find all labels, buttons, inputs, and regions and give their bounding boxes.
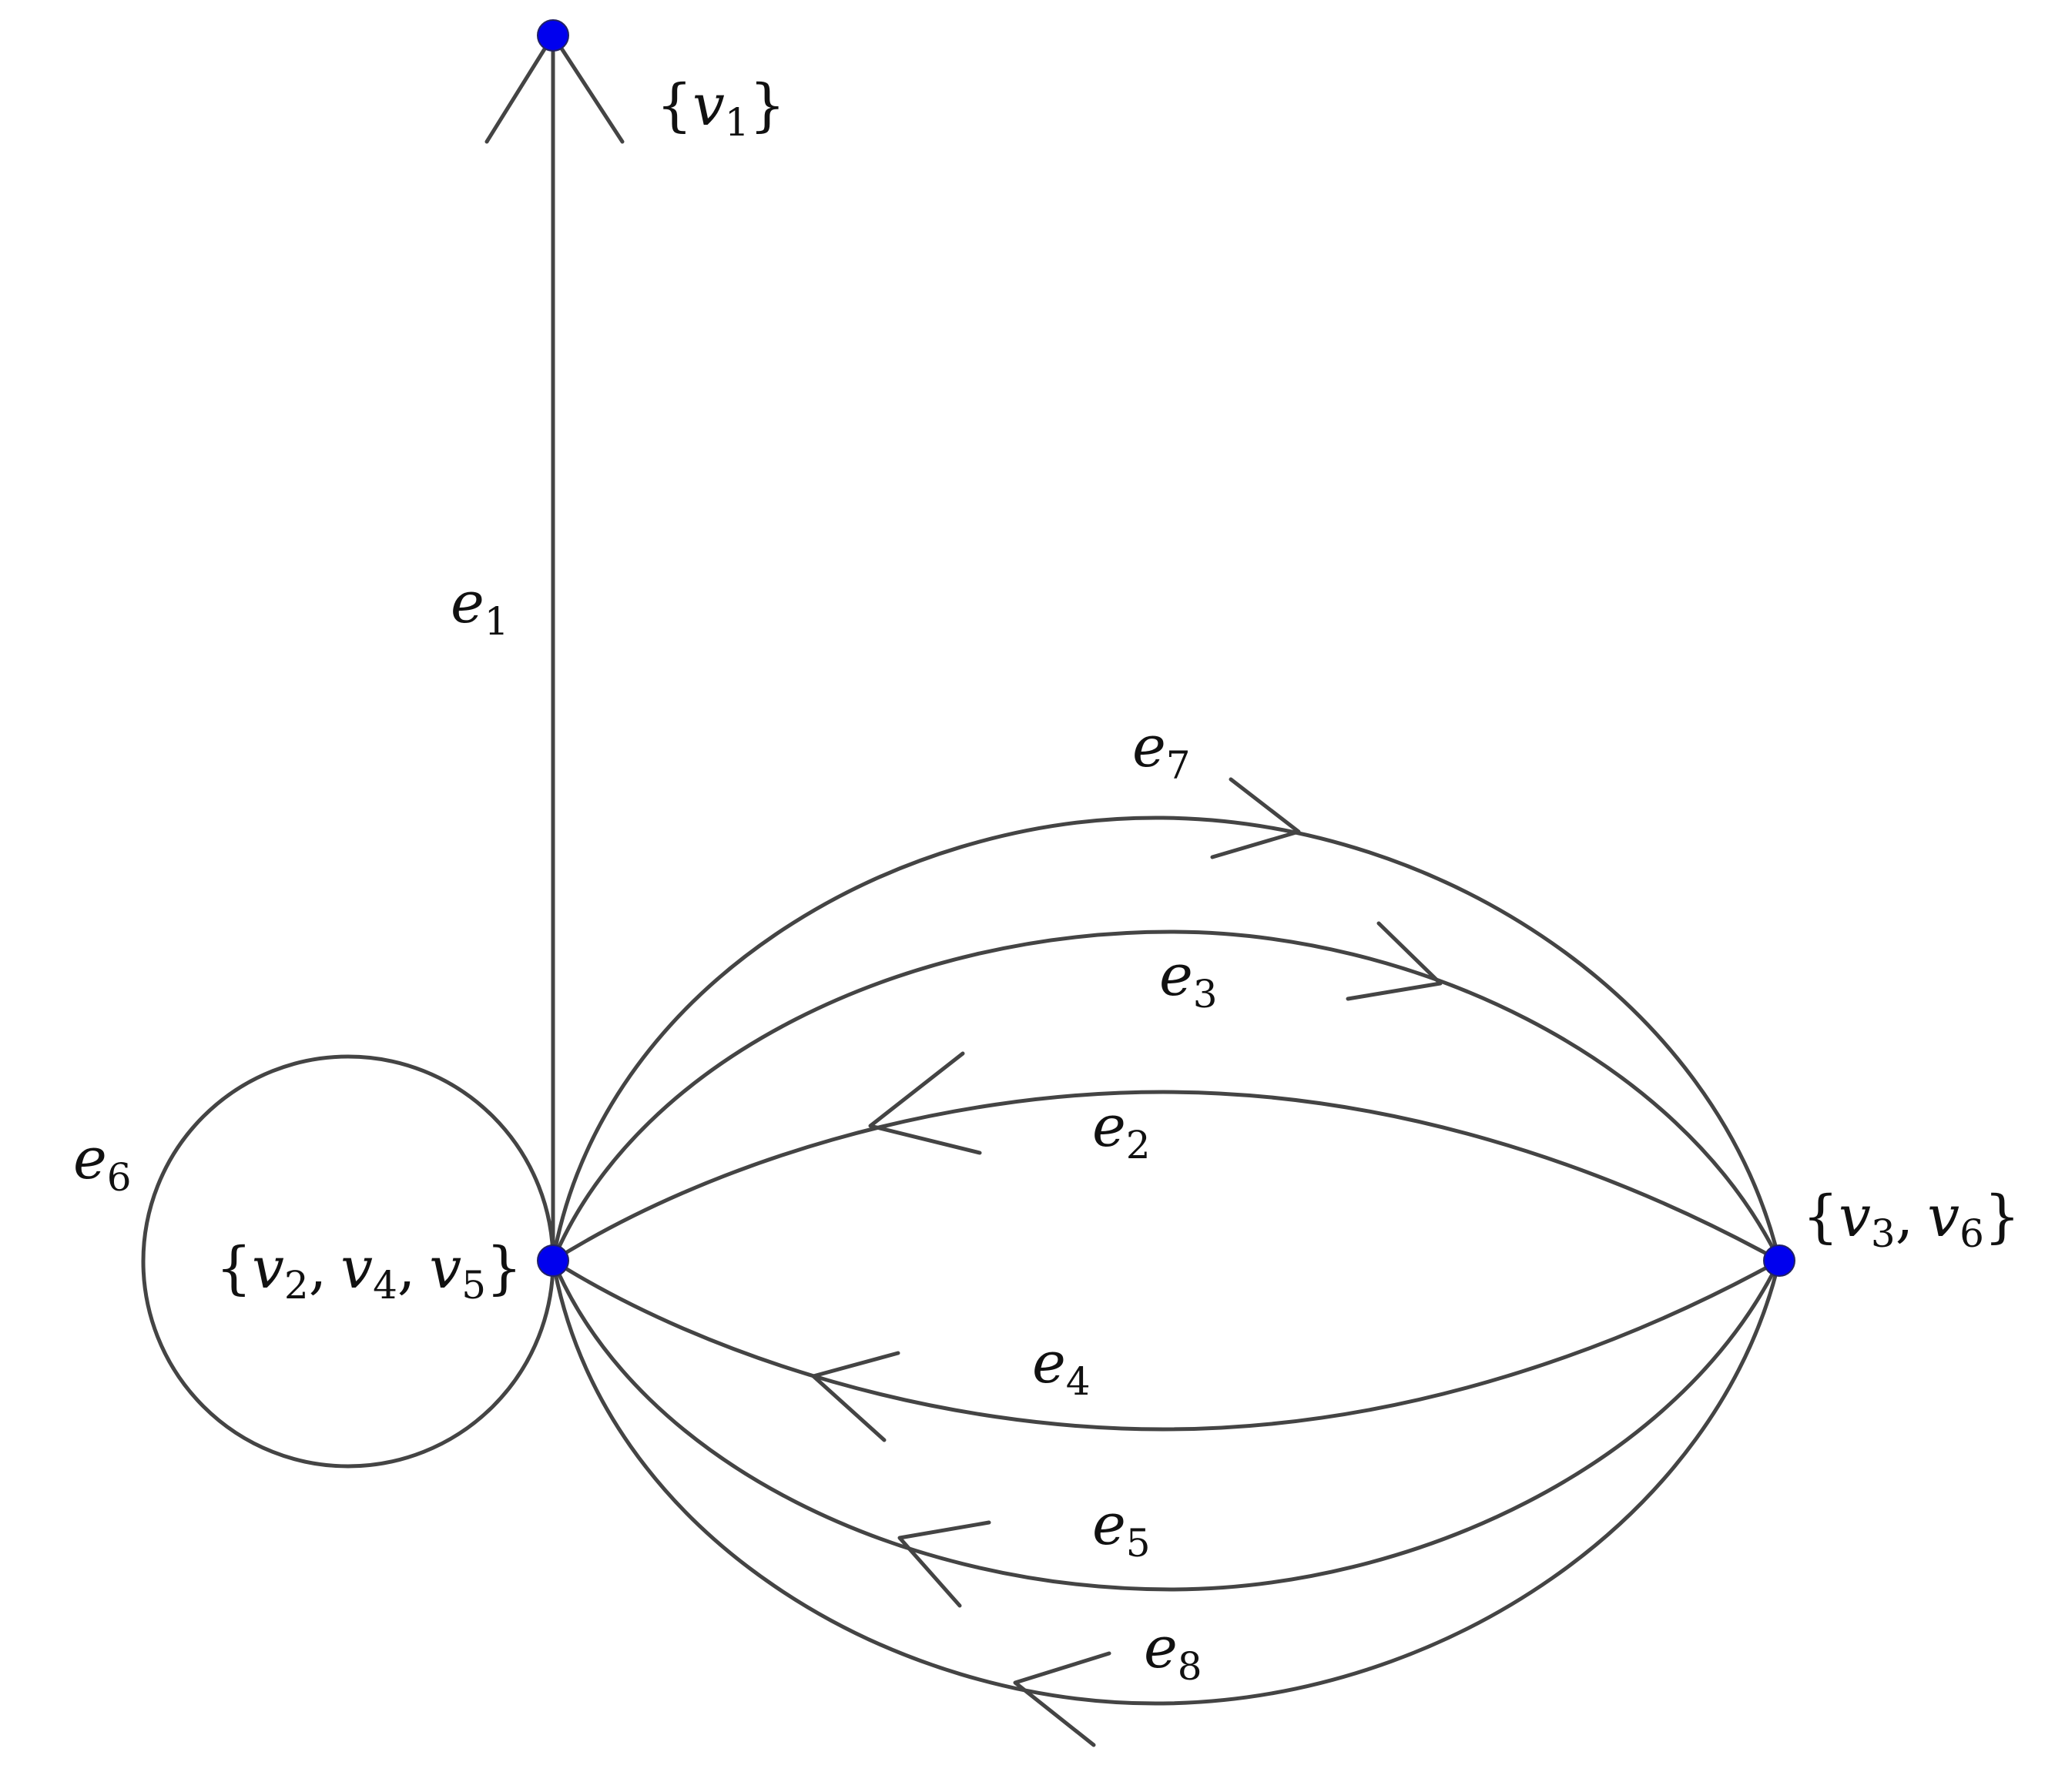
label-node-v2-v4-v5: {v2,v4,v5} — [216, 1235, 522, 1308]
arrowhead-e8 — [1013, 1651, 1111, 1747]
edge-e4 — [551, 1258, 1782, 1432]
label-node-v1: {v1} — [656, 72, 786, 145]
arrowhead-e2 — [868, 1051, 982, 1155]
label-edge-e3: e3 — [1159, 943, 1218, 1017]
arrowhead-e5 — [897, 1520, 991, 1608]
edge-e2 — [551, 1090, 1782, 1263]
node-v1 — [537, 19, 569, 52]
arrowhead-e7 — [1210, 777, 1301, 859]
node-v2-v4-v5 — [537, 1244, 569, 1277]
edge-e8 — [551, 1258, 1782, 1706]
edge-e7 — [551, 816, 1782, 1263]
node-v3-v6 — [1763, 1244, 1795, 1277]
label-edge-e5: e5 — [1092, 1492, 1151, 1566]
edge-e3 — [551, 929, 1782, 1263]
label-edge-e6: e6 — [73, 1126, 132, 1200]
label-edge-e4: e4 — [1032, 1330, 1091, 1404]
label-edge-e8: e8 — [1144, 1615, 1202, 1689]
label-edge-e1: e1 — [451, 570, 509, 644]
label-node-v3-v6: {v3,v6} — [1802, 1184, 2020, 1256]
arrowhead-e4 — [811, 1351, 900, 1442]
arrowhead-e3 — [1346, 921, 1443, 1001]
label-edge-e7: e7 — [1132, 714, 1191, 788]
label-edge-e2: e2 — [1092, 1094, 1151, 1167]
edge-e5 — [551, 1258, 1782, 1592]
